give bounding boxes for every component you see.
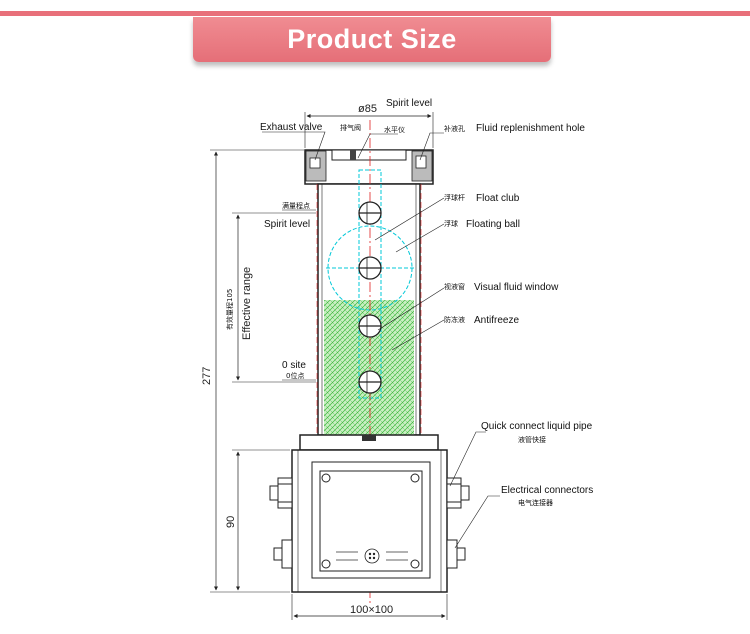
flange	[299, 434, 439, 451]
label-quick-connect-cn: 液管快接	[518, 435, 546, 444]
label-quick-connect: Quick connect liquid pipe	[481, 421, 593, 432]
effective-range-cn: 有效量程105	[225, 289, 234, 330]
label-full-point-cn: 满量程点	[282, 201, 310, 210]
box-height-value: 90	[225, 516, 237, 528]
label-electrical: Electrical connectors	[501, 485, 593, 496]
base-box	[291, 449, 448, 593]
left-fittings	[269, 477, 293, 569]
label-float-club: Float club	[476, 193, 520, 204]
box-width-value: 100×100	[350, 604, 393, 616]
top-cap	[304, 149, 434, 185]
top-diameter-value: ø85	[358, 103, 377, 115]
label-floating-ball-cn: 浮球	[444, 219, 458, 228]
visual-windows	[358, 201, 382, 394]
right-fittings	[446, 477, 470, 569]
page-title: Product Size	[287, 24, 457, 54]
label-spirit-level-top: Spirit level	[386, 98, 432, 109]
label-electrical-cn: 电气连接器	[518, 498, 553, 507]
dimension-total-height: 277	[201, 149, 304, 593]
label-antifreeze-cn: 防冻液	[444, 315, 465, 324]
dimension-box-height: 90	[225, 449, 290, 591]
label-visual-window: Visual fluid window	[474, 282, 559, 293]
label-fluid-replenish-cn: 补液孔	[444, 124, 465, 133]
leader-lines	[262, 131, 500, 549]
total-height-value: 277	[201, 367, 213, 385]
dimension-box-width: 100×100	[291, 594, 448, 620]
dimension-effective-range: 有效量程105 Effective range	[225, 212, 316, 383]
label-fluid-replenish: Fluid replenishment hole	[476, 123, 585, 134]
label-antifreeze: Antifreeze	[474, 315, 519, 326]
top-rule	[0, 11, 750, 16]
label-exhaust-valve-cn: 排气阀	[340, 123, 361, 132]
label-spirit-level-left: Spirit level	[264, 219, 310, 230]
label-exhaust-valve: Exhaust valve	[260, 122, 323, 133]
dimension-top-diameter: ø85	[304, 103, 434, 148]
label-spirit-level-cn: 水平仪	[384, 125, 405, 134]
label-visual-window-cn: 视液窗	[444, 282, 465, 291]
label-floating-ball: Floating ball	[466, 219, 520, 230]
title-banner: Product Size	[193, 17, 551, 62]
label-float-club-cn: 浮球杆	[444, 193, 465, 202]
label-zero-site: 0 site	[282, 360, 306, 371]
label-zero-site-cn: 0位点	[286, 371, 304, 380]
effective-range-en: Effective range	[241, 267, 253, 340]
